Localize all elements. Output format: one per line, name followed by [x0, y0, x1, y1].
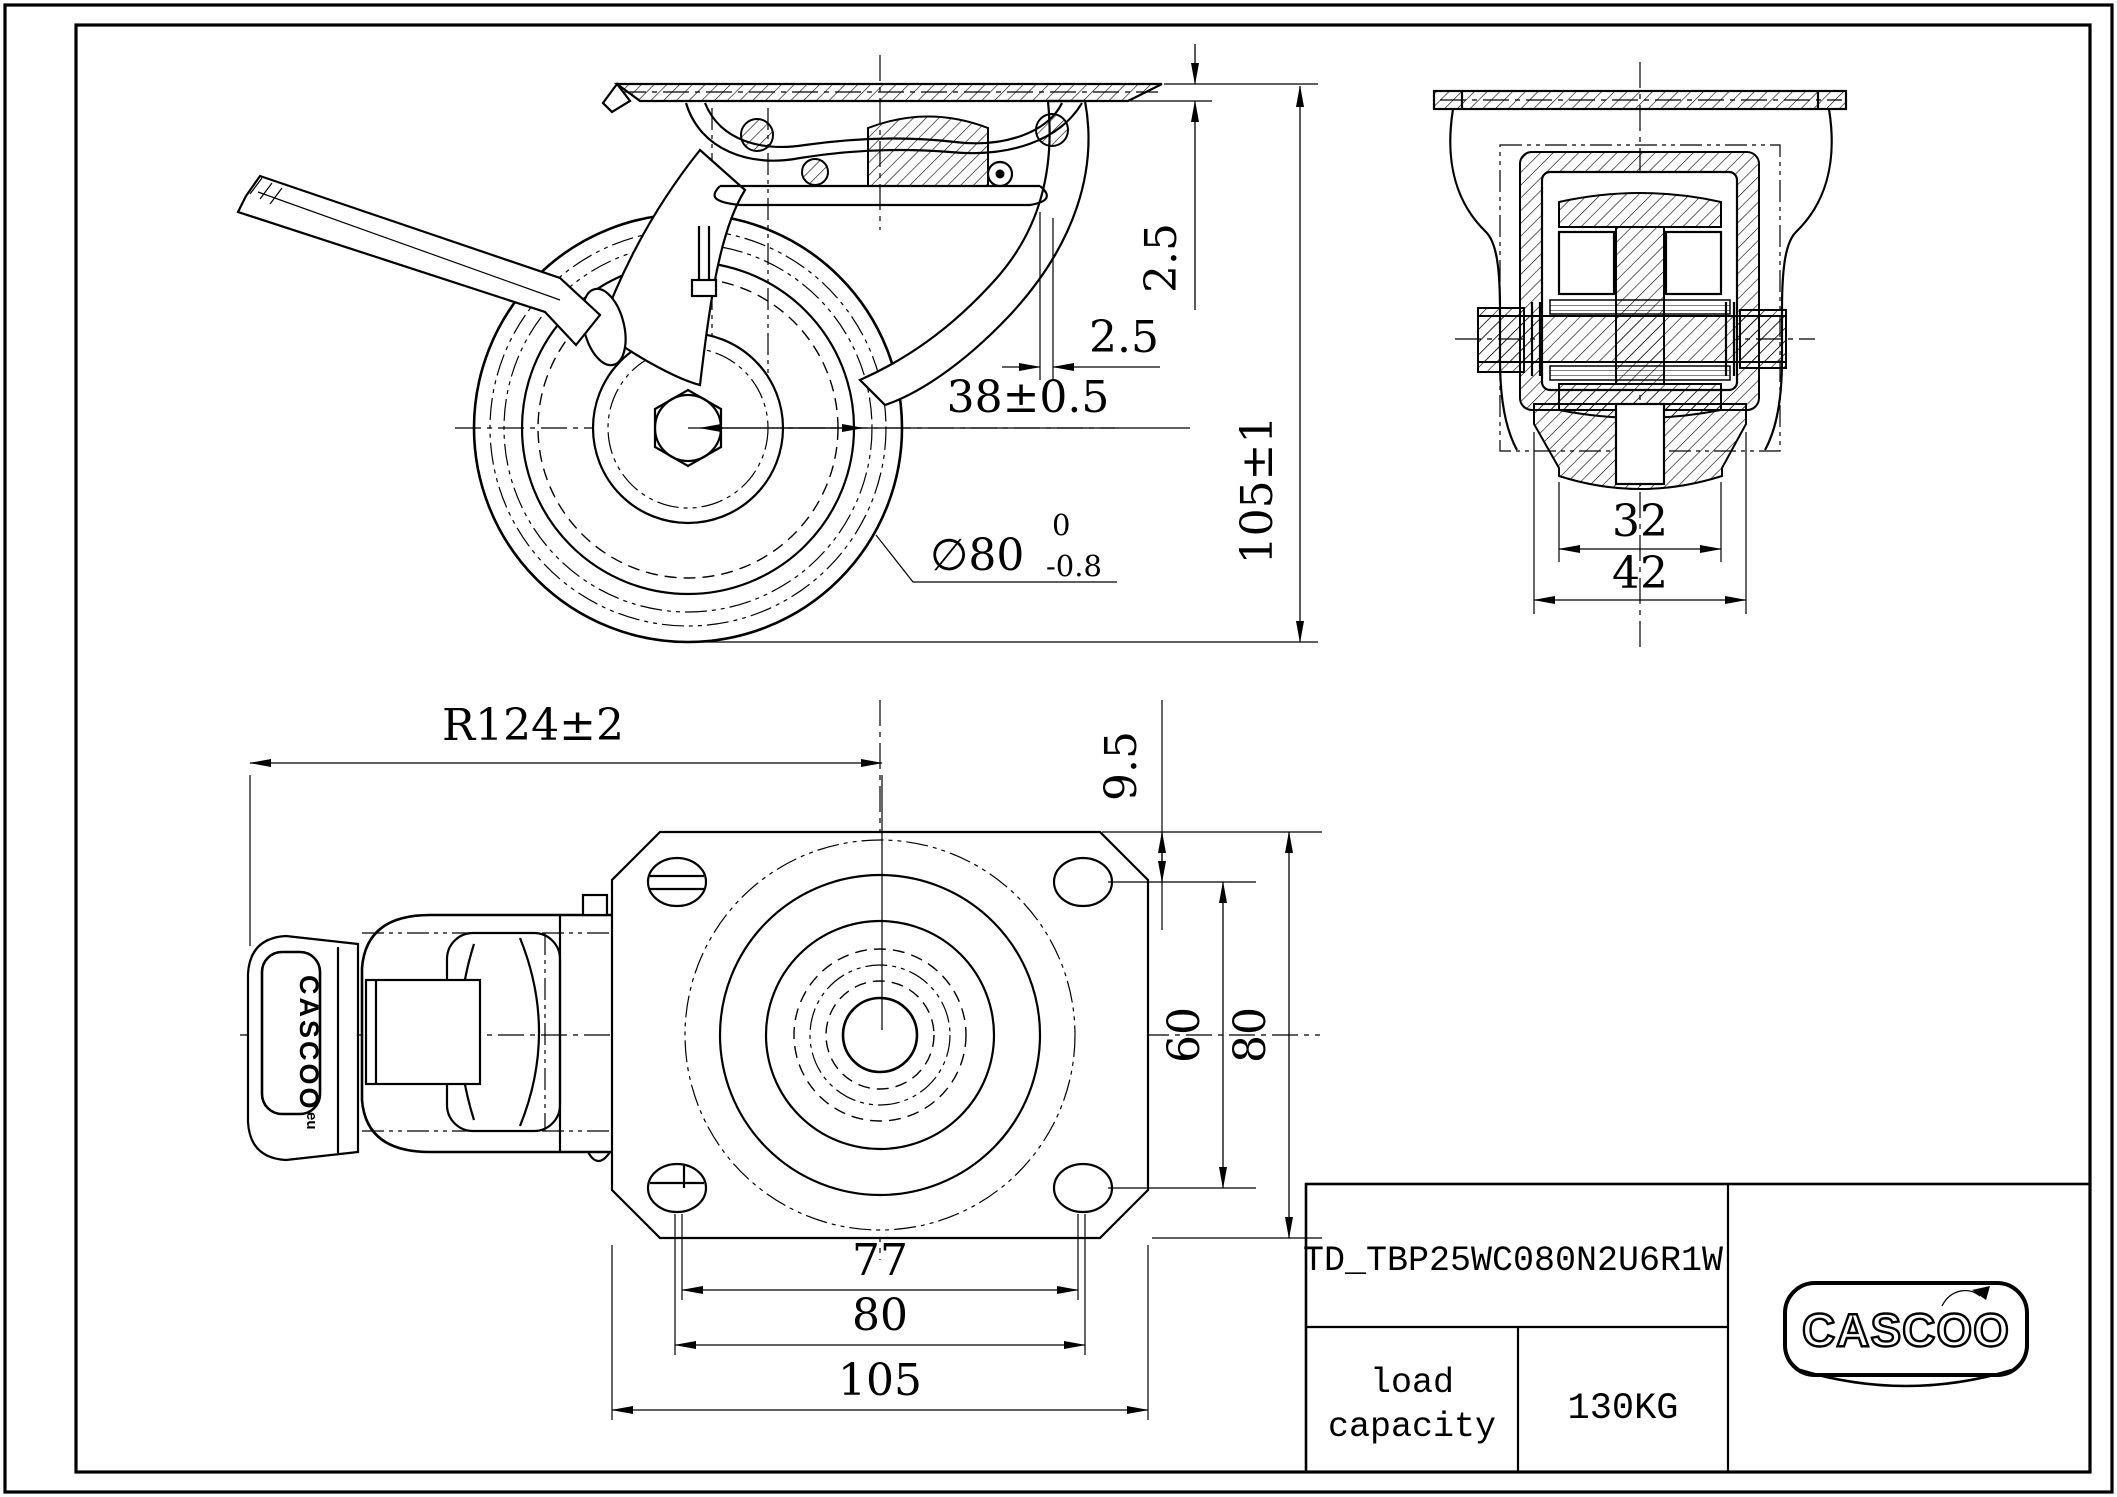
fork-left-leg: [598, 148, 747, 387]
bearing-ball: [1035, 113, 1069, 147]
dim-swivel-radius: R124±2: [442, 700, 624, 751]
pedal-logo-text: CASCOO: [294, 975, 324, 1112]
dim-hub-width: 32: [1612, 496, 1668, 547]
hub-top-flange: [1558, 192, 1722, 228]
body-outline-right: [1764, 108, 1833, 451]
brand-logo-text: CASCOO: [1802, 1304, 2010, 1356]
brake-pedal: CASCOO eu: [246, 934, 360, 1162]
logo-arrow-icon: [1941, 1289, 1981, 1307]
mounting-plate-front: [1432, 89, 1848, 111]
load-capacity-label-line1: load: [1370, 1363, 1454, 1403]
dim-axle-offset: 38±0.5: [947, 372, 1110, 423]
pedal-outline: [246, 934, 360, 1162]
side-view: 2.5 2.5 38±0.5 105±1 ∅80 0 -0.8: [236, 44, 1318, 644]
dim-hole-spacing-depth: 60: [1159, 1007, 1210, 1063]
dia-leader-line: [875, 534, 1117, 583]
swivel-fork: [581, 99, 1090, 407]
title-block: TD_TBP25WC080N2U6R1W load capacity 130KG…: [1303, 1182, 2092, 1474]
body-outline-left: [1449, 108, 1518, 451]
bearing-seat-left: [1557, 230, 1616, 296]
top-view-dimensions: R124±2 9.5 60 80 77 80: [249, 700, 1322, 1420]
dim-overall-height: 105±1: [1232, 416, 1283, 565]
washer-strip-top: [1549, 299, 1731, 315]
load-capacity-label-line2: capacity: [1328, 1407, 1496, 1447]
logo-arrow-head-icon: [1972, 1286, 1990, 1300]
bearing-ball: [801, 158, 829, 186]
brake-lever-arm: [236, 174, 602, 347]
bolt-hole: [646, 856, 708, 908]
top-plate-side: [601, 82, 1163, 114]
load-capacity-value: 130KG: [1567, 1388, 1678, 1430]
logo-badge: [1783, 1281, 2029, 1377]
swivel-bearing-assembly: [684, 102, 1083, 207]
wheel-housing-top: [360, 893, 612, 1163]
bearing-seat-right: [1664, 230, 1723, 296]
dim-wheel-diameter: ∅80: [930, 530, 1024, 581]
dim-bolt-spacing-width: 80: [852, 1290, 908, 1341]
pedal-logo-suffix: eu: [303, 1112, 320, 1130]
dim-plate-depth: 80: [1225, 1007, 1276, 1063]
bearing-ball: [740, 118, 774, 152]
bolt-hole: [646, 1162, 708, 1214]
dim-wheel-diameter-upper-tol: 0: [1052, 508, 1070, 542]
inner-border: [74, 23, 2092, 1474]
axle-nut-left: [1477, 307, 1525, 373]
outer-border: [3, 3, 2114, 1494]
dim-overall-width: 42: [1612, 548, 1668, 599]
top-view: CASCOO eu R124±2 9.5 60 80: [240, 700, 1322, 1420]
brake-lever: [236, 174, 718, 347]
kingpin-hole: [841, 996, 919, 1074]
lever-serrations: [249, 177, 283, 205]
dim-plate-thickness: 2.5: [1136, 223, 1187, 293]
dim-wheel-diameter-lower-tol: -0.8: [1046, 549, 1102, 583]
dim-plate-width: 105: [838, 1355, 922, 1406]
drawing-frame: [3, 3, 2114, 1494]
swivel-circles: [684, 839, 1076, 1231]
brand-logo: CASCOO: [1783, 1281, 2029, 1388]
front-view: 32 42: [1432, 62, 1848, 648]
mounting-plate: [613, 82, 1163, 103]
housing-outline: [360, 913, 612, 1154]
dim-hole-top-offset: 9.5: [1096, 731, 1147, 801]
housing-tab: [581, 893, 609, 917]
hub-block: [364, 978, 482, 1086]
brake-pin: [690, 278, 718, 298]
pedal-badge: [260, 950, 322, 1116]
mounting-plate-top: [610, 830, 1150, 1240]
washer-strip-bottom: [1549, 365, 1731, 381]
model-code: TD_TBP25WC080N2U6R1W: [1303, 1241, 1723, 1281]
dim-hole-spacing-width: 77: [852, 1235, 908, 1286]
kingpin: [867, 115, 989, 187]
front-view-dimensions: 32 42: [1533, 432, 1747, 614]
side-view-dimensions: 2.5 2.5 38±0.5 105±1 ∅80 0 -0.8: [688, 44, 1318, 643]
axle-nut-right: [1739, 309, 1787, 369]
dim-top-plate-offset: 2.5: [1089, 312, 1159, 363]
